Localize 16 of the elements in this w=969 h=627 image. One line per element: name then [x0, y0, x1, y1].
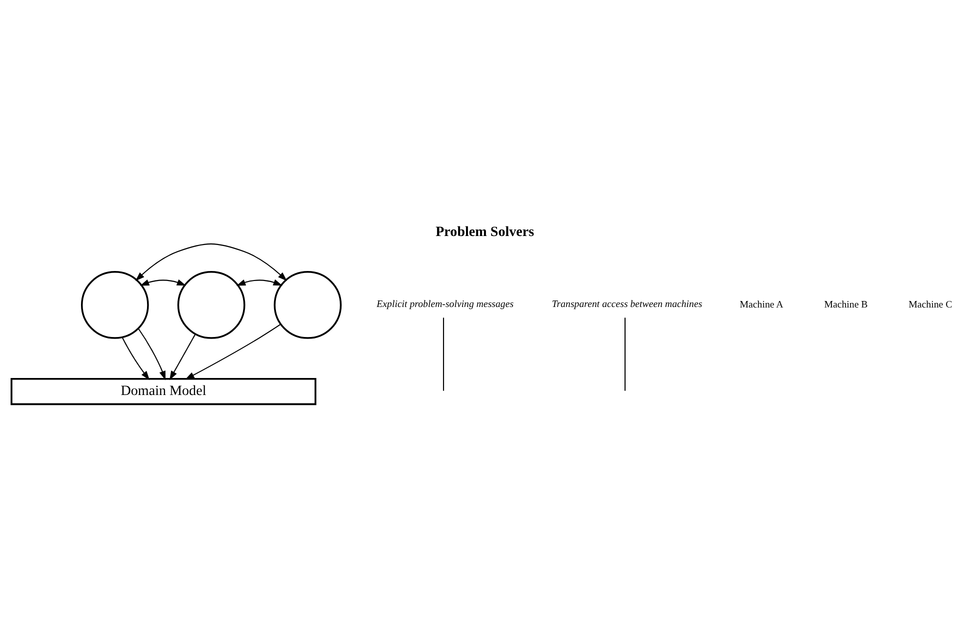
label: Machine C	[908, 300, 952, 311]
label: Machine A	[740, 300, 784, 311]
node-text: Explicit problem-solving messages	[376, 298, 514, 310]
label: Machine B	[824, 300, 868, 311]
connector	[624, 318, 626, 391]
arrow	[138, 328, 166, 380]
node-box: Domain Model	[10, 378, 316, 406]
connector	[442, 318, 444, 391]
arrow	[140, 279, 186, 286]
arrow	[169, 334, 196, 380]
arrow	[236, 279, 282, 286]
node-text: Transparent access between machines	[552, 298, 702, 310]
diagram-title: Problem Solvers	[436, 224, 534, 240]
arrow	[122, 337, 150, 380]
arrow	[135, 243, 287, 282]
arrow	[185, 324, 282, 380]
